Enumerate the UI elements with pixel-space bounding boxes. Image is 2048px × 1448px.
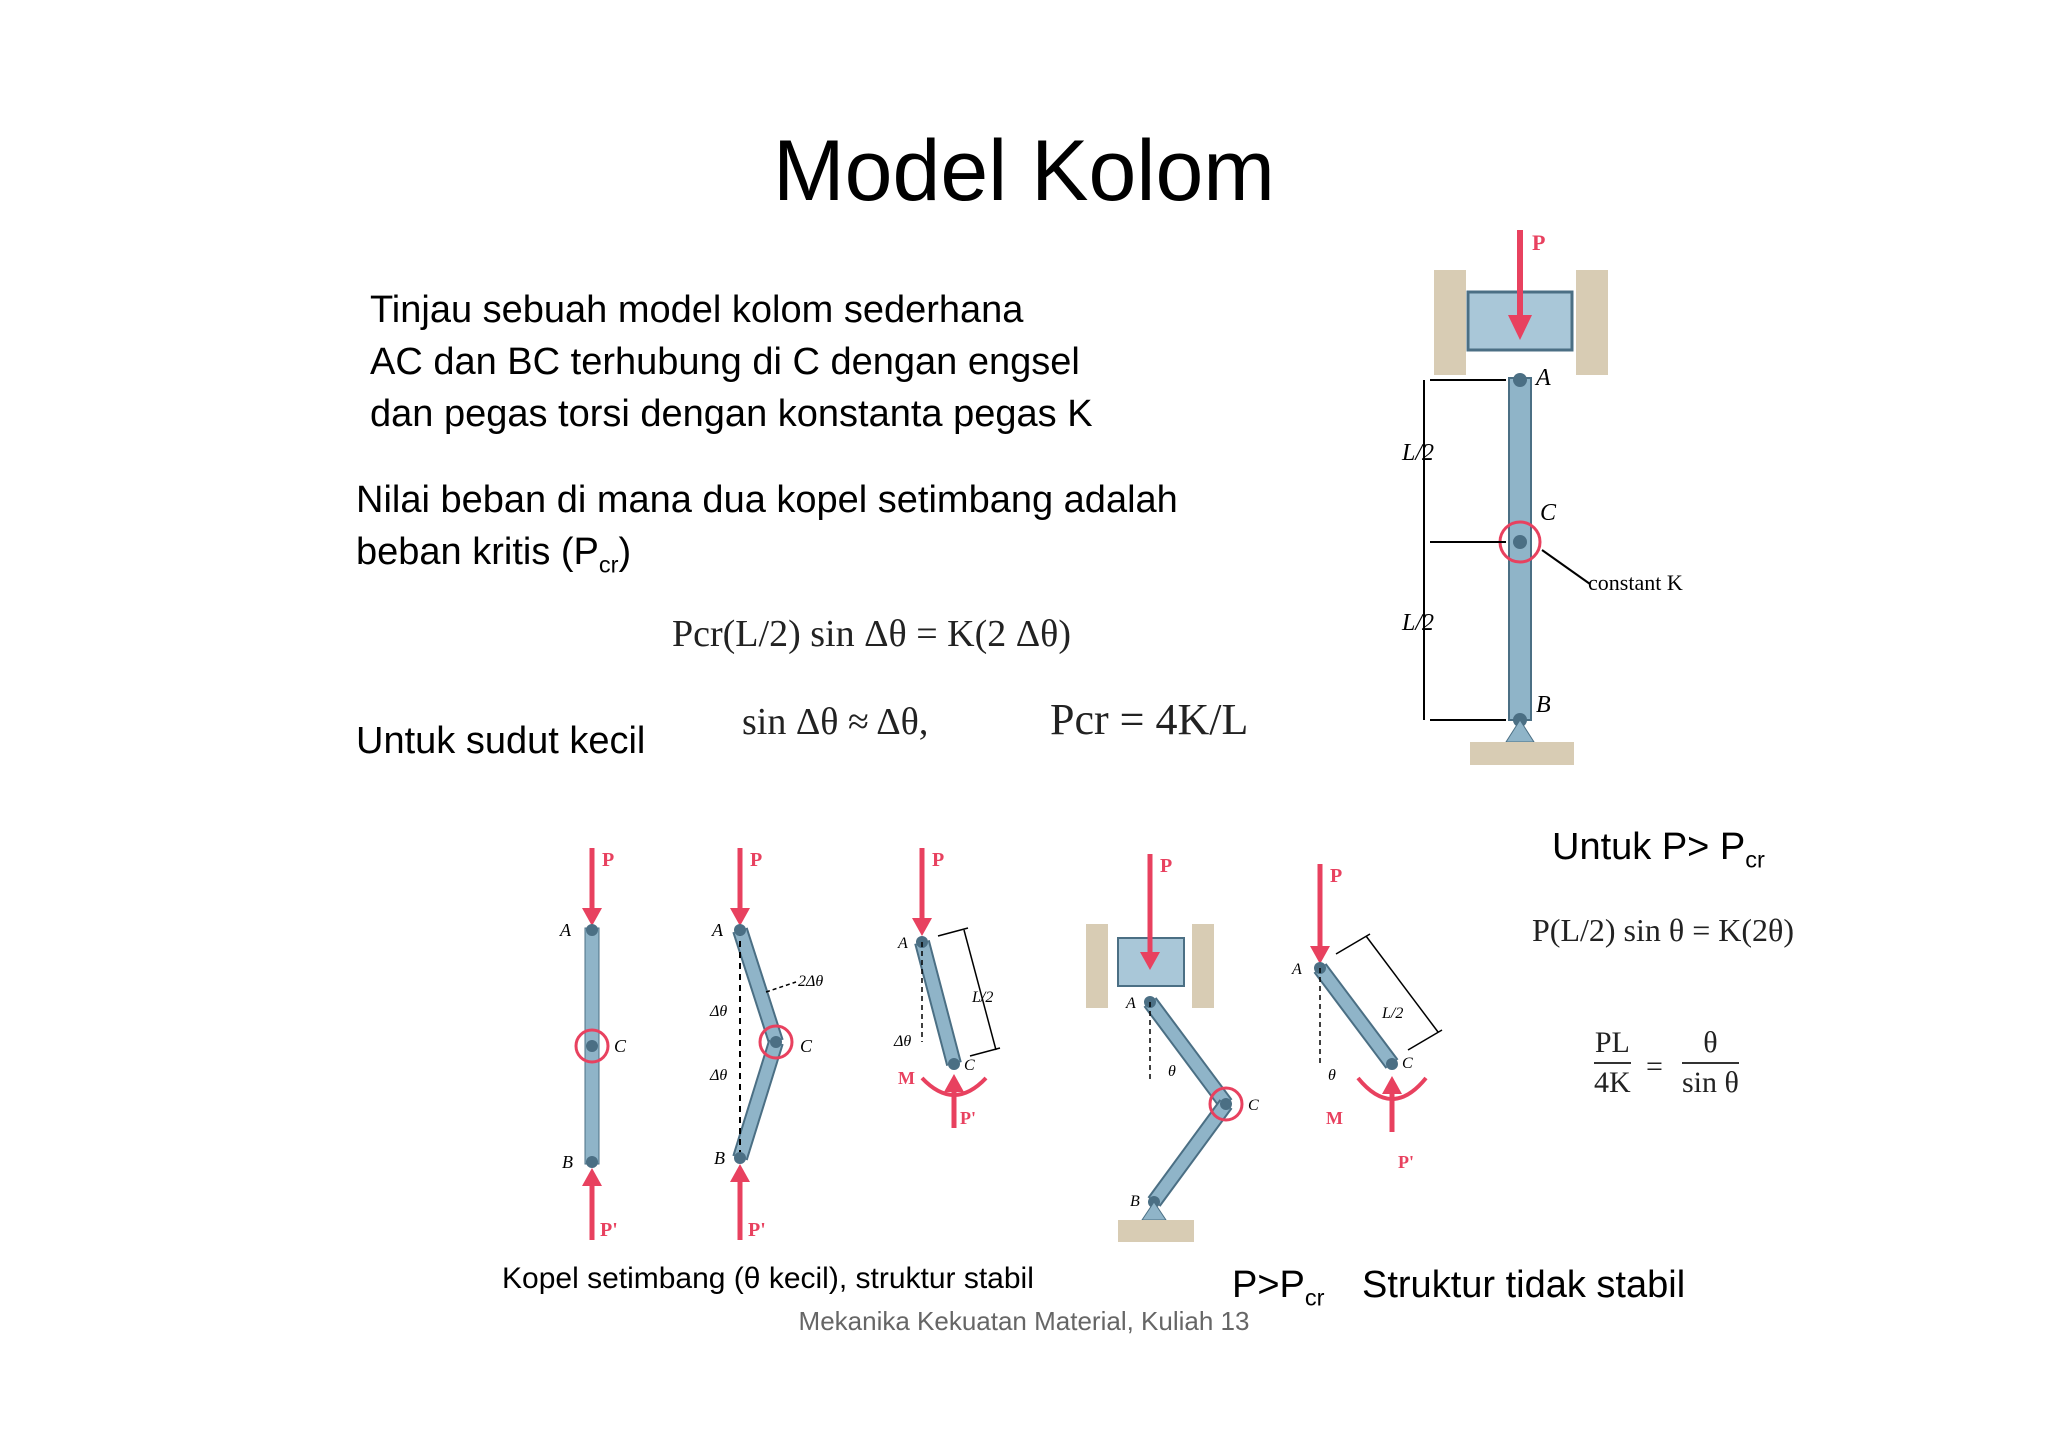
unstable-caption: Struktur tidak stabil — [1362, 1264, 1686, 1306]
svg-text:A: A — [1291, 961, 1302, 978]
fraction-equals: = — [1646, 1050, 1663, 1083]
svg-text:θ: θ — [1328, 1067, 1336, 1084]
svg-text:A: A — [1125, 995, 1136, 1012]
straight-load-label: P — [602, 849, 614, 871]
deflected-column: P P' A C B Δθ Δθ 2Δθ — [709, 848, 823, 1241]
label-c: C — [1540, 500, 1557, 526]
small-angle-label: Untuk sudut kecil — [356, 720, 646, 762]
intro-line-3: dan pegas torsi dengan konstanta pegas K — [370, 393, 1093, 435]
load-label: P — [1532, 230, 1545, 255]
svg-text:P: P — [750, 849, 762, 871]
stable-caption: Kopel setimbang (θ kecil), struktur stab… — [502, 1262, 1034, 1295]
intro-line-2: AC dan BC terhubung di C dengan engsel — [370, 341, 1080, 383]
base-support — [1505, 719, 1535, 743]
svg-text:P': P' — [960, 1108, 976, 1128]
critical-load-line-1: Nilai beban di mana dua kopel setimbang … — [356, 479, 1178, 521]
spring-label: constant K — [1588, 570, 1683, 595]
free-body-segment: P P' M A C Δθ L/2 — [893, 848, 1001, 1128]
footer: Mekanika Kekuatan Material, Kuliah 13 — [798, 1306, 1250, 1336]
large-angle-equation: P(L/2) sin θ = K(2θ) — [1532, 912, 1795, 948]
svg-text:P: P — [1160, 855, 1172, 877]
svg-text:Δθ: Δθ — [709, 1067, 727, 1084]
critical-load-paragraph: Nilai beban di mana dua kopel setimbang … — [356, 474, 1178, 591]
svg-text:A: A — [711, 920, 724, 940]
load-arrow-head — [1508, 315, 1532, 340]
label-half-length-top: L/2 — [1401, 440, 1434, 466]
column-states-diagram: P P' A C B P P' A C B Δθ Δθ 2Δθ — [559, 848, 1443, 1242]
svg-text:B: B — [1130, 1193, 1140, 1210]
label-half-length-bottom: L/2 — [1401, 610, 1434, 636]
svg-text:M: M — [1326, 1108, 1343, 1128]
buckled-free-body: P P' M A C θ L/2 — [1291, 864, 1443, 1172]
svg-text:B: B — [562, 1152, 573, 1172]
equilibrium-equation: Pcr(L/2) sin Δθ = K(2 Δθ) — [672, 613, 1072, 655]
straight-column: P P' A C B — [559, 848, 627, 1241]
small-angle-equation: sin Δθ ≈ Δθ, — [742, 701, 929, 743]
svg-text:B: B — [714, 1148, 725, 1168]
svg-text:Δθ: Δθ — [893, 1033, 911, 1050]
pin-a-icon — [1513, 373, 1527, 387]
svg-text:θ: θ — [1168, 1063, 1176, 1080]
svg-text:C: C — [1402, 1055, 1413, 1072]
right-wall — [1576, 270, 1608, 375]
left-wall — [1434, 270, 1466, 375]
pin-c-icon — [1513, 535, 1527, 549]
spring-leader — [1541, 549, 1591, 585]
buckled-column: P A C B θ — [1086, 854, 1259, 1242]
column-model-diagram: P A C B L/2 L/2 constant K — [1401, 230, 1683, 765]
label-a: A — [1534, 365, 1551, 391]
svg-text:P': P' — [748, 1219, 766, 1241]
straight-reaction-label: P' — [600, 1219, 618, 1241]
svg-text:C: C — [614, 1036, 627, 1056]
svg-text:P': P' — [1398, 1152, 1414, 1172]
svg-text:C: C — [800, 1036, 813, 1056]
intro-paragraph: Tinjau sebuah model kolom sederhana AC d… — [370, 284, 1093, 440]
svg-text:C: C — [1248, 1097, 1259, 1114]
svg-text:P: P — [1330, 865, 1342, 887]
svg-text:A: A — [897, 935, 908, 952]
intro-line-1: Tinjau sebuah model kolom sederhana — [370, 289, 1024, 331]
label-b: B — [1536, 692, 1551, 718]
above-critical-label: Untuk P> Pcr — [1552, 826, 1765, 873]
critical-load-line-2: beban kritis (Pcr) — [356, 531, 632, 578]
svg-text:M: M — [898, 1068, 915, 1088]
slide-title: Model Kolom — [773, 123, 1275, 219]
ground — [1470, 742, 1574, 765]
svg-text:2Δθ: 2Δθ — [798, 973, 823, 990]
svg-text:L/2: L/2 — [971, 989, 993, 1006]
svg-text:P: P — [932, 849, 944, 871]
svg-text:L/2: L/2 — [1381, 1005, 1403, 1022]
unstable-condition-label: P>Pcr — [1232, 1264, 1325, 1311]
svg-text:C: C — [964, 1057, 975, 1074]
svg-text:A: A — [559, 920, 572, 940]
critical-load-equation: Pcr = 4K/L — [1050, 695, 1249, 744]
svg-text:Δθ: Δθ — [709, 1003, 727, 1020]
